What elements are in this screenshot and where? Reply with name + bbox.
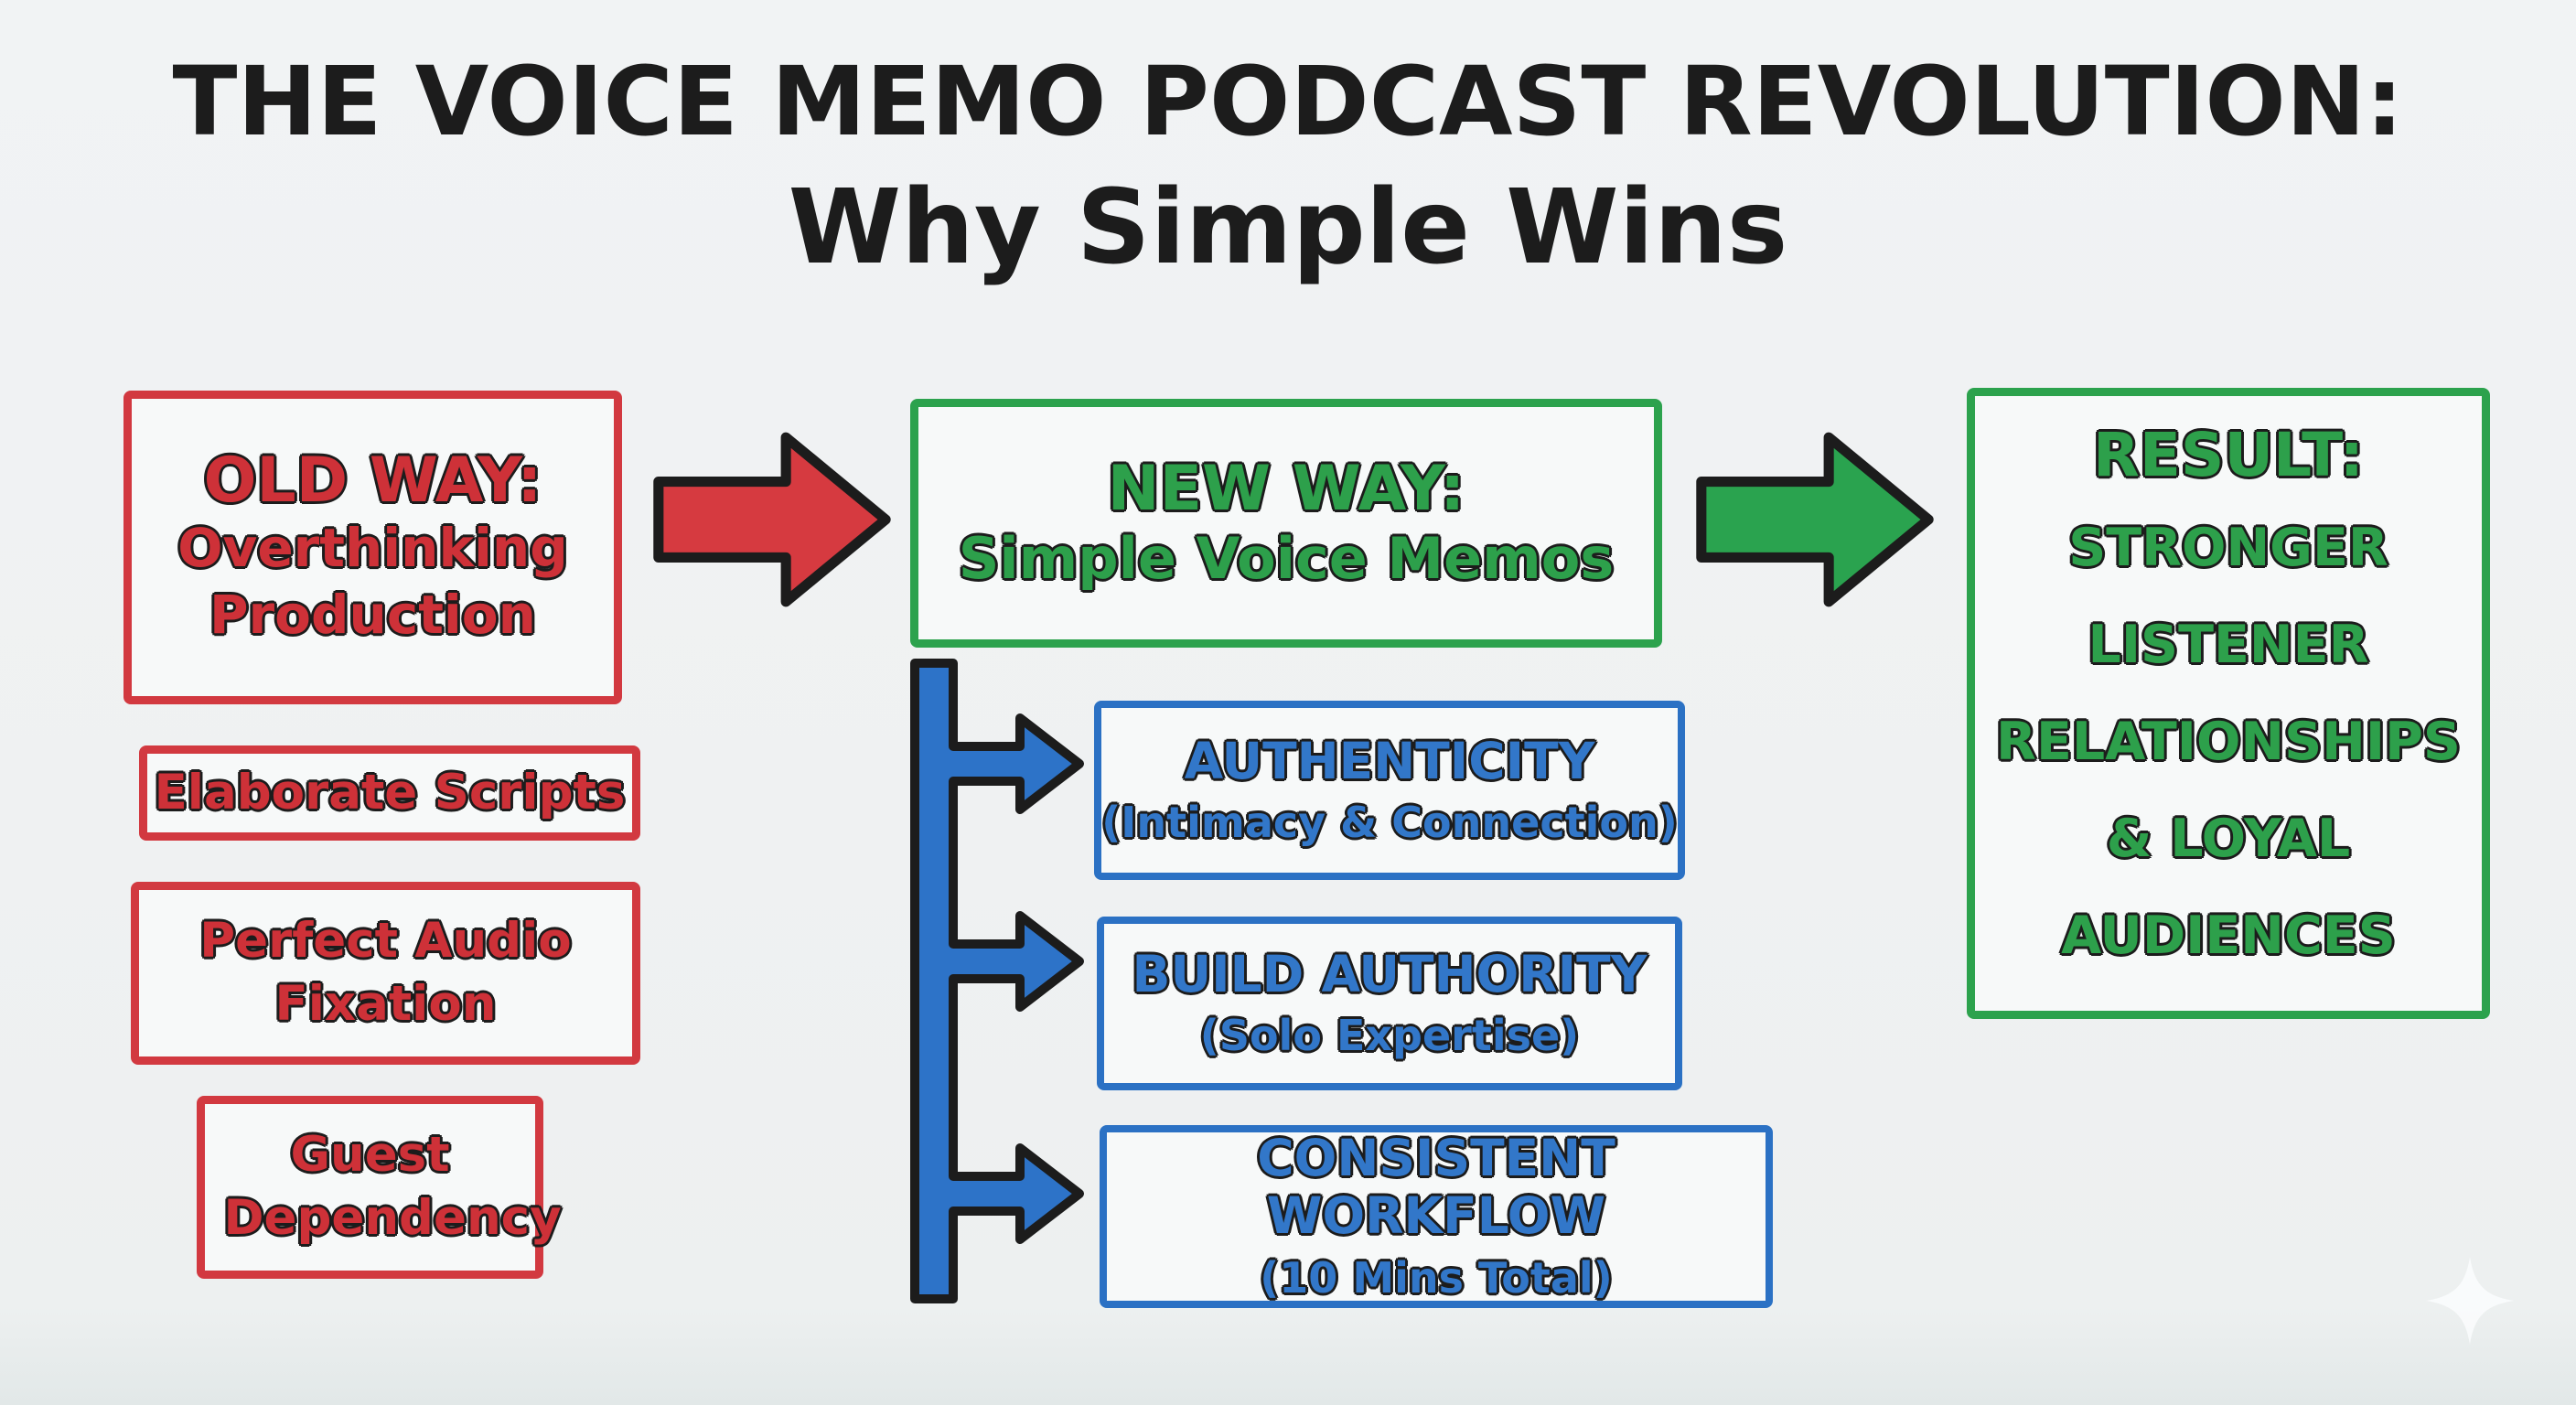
- result-line: LISTENER: [2088, 615, 2369, 675]
- result-line: STRONGER: [2068, 518, 2388, 578]
- result-line: & LOYAL: [2106, 809, 2351, 869]
- benefit-box-build-authority: BUILD AUTHORITY (Solo Expertise): [1097, 917, 1682, 1090]
- benefit-title: AUTHENTICITY: [1184, 731, 1595, 790]
- benefit-box-authenticity: AUTHENTICITY (Intimacy & Connection): [1094, 701, 1685, 880]
- page-title-line2: Why Simple Wins: [788, 168, 1788, 287]
- result-line: AUDIENCES: [2061, 906, 2396, 966]
- new-way-heading: NEW WAY:: [1107, 452, 1465, 525]
- benefit-title: BUILD AUTHORITY: [1132, 944, 1648, 1003]
- page-title-line1: THE VOICE MEMO PODCAST REVOLUTION:: [172, 46, 2404, 157]
- benefit-box-consistent-workflow: CONSISTENT WORKFLOW (10 Mins Total): [1100, 1125, 1773, 1308]
- sparkle-icon: [2424, 1255, 2516, 1346]
- old-way-heading: OLD WAY:: [203, 444, 542, 517]
- old-way-item-elaborate-scripts: Elaborate Scripts: [139, 745, 640, 841]
- benefit-title: CONSISTENT WORKFLOW: [1257, 1129, 1615, 1246]
- old-way-box: OLD WAY: Overthinking Production: [123, 391, 622, 704]
- old-way-item-label: Elaborate Scripts: [154, 764, 626, 820]
- old-way-item-guest-dependency: Guest Dependency: [197, 1096, 562, 1279]
- benefit-subtitle: (10 Mins Total): [1260, 1252, 1613, 1303]
- benefit-subtitle: (Solo Expertise): [1199, 1011, 1580, 1061]
- green-arrow-icon: [1689, 423, 1941, 617]
- red-arrow-icon: [644, 423, 900, 617]
- old-way-item-perfect-audio-fixation: Perfect Audio Fixation: [131, 882, 640, 1065]
- blue-branch-connector-icon: [901, 654, 1098, 1317]
- new-way-box: NEW WAY: Simple Voice Memos: [910, 399, 1662, 648]
- benefit-subtitle: (Intimacy & Connection): [1101, 798, 1678, 848]
- old-way-item-label: Guest Dependency: [223, 1127, 562, 1246]
- new-way-subheading: Simple Voice Memos: [958, 524, 1615, 592]
- old-way-item-label: Perfect Audio Fixation: [199, 913, 572, 1032]
- result-line: RELATIONSHIPS: [1996, 712, 2461, 772]
- old-way-subheading: Overthinking Production: [177, 517, 568, 646]
- result-heading: RESULT:: [2093, 420, 2364, 490]
- result-box: RESULT: STRONGER LISTENER RELATIONSHIPS …: [1967, 388, 2490, 1019]
